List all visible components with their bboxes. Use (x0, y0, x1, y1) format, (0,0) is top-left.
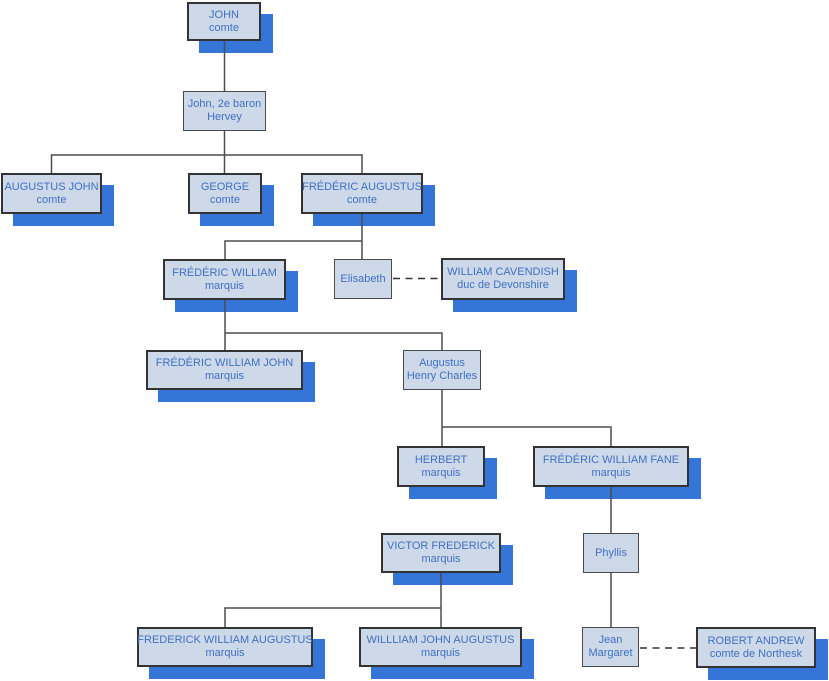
person-title: marquis (205, 647, 245, 659)
node-augustus-john: AUGUSTUS JOHN comte (1, 173, 102, 214)
person-title: marquis (421, 553, 461, 565)
node-jean-margaret: Jean Margaret (582, 627, 639, 667)
person-title: marquis (204, 370, 245, 382)
node-frederick-william-augustus: FREDERICK WILLIAM AUGUSTUS marquis (137, 627, 313, 667)
node-john-2e-baron-hervey: John, 2e baron Hervey (183, 91, 266, 131)
person-name: HERBERT (414, 453, 468, 466)
node-william-cavendish: WILLIAM CAVENDISH duc de Devonshire (441, 258, 565, 300)
node-robert-andrew: ROBERT ANDREW comte de Northesk (696, 627, 816, 668)
person-title: marquis (421, 466, 461, 479)
person-title: comte (210, 193, 240, 206)
node-frederic-william-fane: FRÉDÉRIC WILLIAM FANE marquis (533, 446, 689, 487)
person-name: AUGUSTUS JOHN (4, 180, 99, 193)
node-willliam-john-augustus: WILLLIAM JOHN AUGUSTUS marquis (359, 627, 522, 667)
person-name: GEORGE (200, 180, 250, 193)
node-john: JOHN comte (187, 2, 261, 41)
node-victor-frederick: VICTOR FREDERICK marquis (381, 533, 501, 573)
person-name: FRÉDÉRIC AUGUSTUS (302, 180, 422, 193)
person-name: JOHN (209, 8, 239, 21)
person-name: WILLIAM CAVENDISH (447, 266, 559, 278)
descent-line (50, 41, 612, 627)
person-name: Jean (598, 634, 623, 646)
person-name: WILLLIAM JOHN AUGUSTUS (366, 634, 515, 646)
person-title: Henry Charles (406, 370, 478, 382)
person-name: Augustus (419, 357, 465, 369)
node-frederic-william: FRÉDÉRIC WILLIAM marquis (163, 259, 286, 300)
node-frederic-william-john: FRÉDÉRIC WILLIAM JOHN marquis (146, 350, 303, 390)
person-name: ROBERT ANDREW (707, 634, 805, 647)
person-title: marquis (420, 647, 461, 659)
person-title: comte (36, 193, 67, 206)
person-title: marquis (204, 279, 245, 292)
person-title: comte (209, 21, 239, 34)
person-name: FRÉDÉRIC WILLIAM FANE (542, 453, 680, 466)
person-title: duc de Devonshire (457, 279, 549, 291)
person-name: Phyllis (595, 546, 627, 559)
person-name: FRÉDÉRIC WILLIAM (172, 266, 277, 279)
person-name: Elisabeth (340, 272, 386, 285)
node-elisabeth: Elisabeth (334, 259, 392, 299)
person-title: marquis (591, 466, 631, 479)
node-george: GEORGE comte (188, 173, 262, 214)
person-name: VICTOR FREDERICK (387, 540, 495, 552)
node-herbert: HERBERT marquis (397, 446, 485, 487)
person-name: FREDERICK WILLIAM AUGUSTUS (137, 634, 313, 646)
person-title: Margaret (588, 647, 633, 659)
person-name: FRÉDÉRIC WILLIAM JOHN (155, 357, 294, 369)
person-title: Hervey (207, 111, 242, 123)
person-title: comte de Northesk (709, 647, 803, 660)
node-augustus-henry-charles: Augustus Henry Charles (403, 350, 481, 390)
person-name: John, 2e baron (187, 98, 262, 110)
node-phyllis: Phyllis (583, 533, 639, 573)
node-frederic-augustus: FRÉDÉRIC AUGUSTUS comte (301, 173, 423, 214)
person-title: comte (347, 193, 377, 206)
